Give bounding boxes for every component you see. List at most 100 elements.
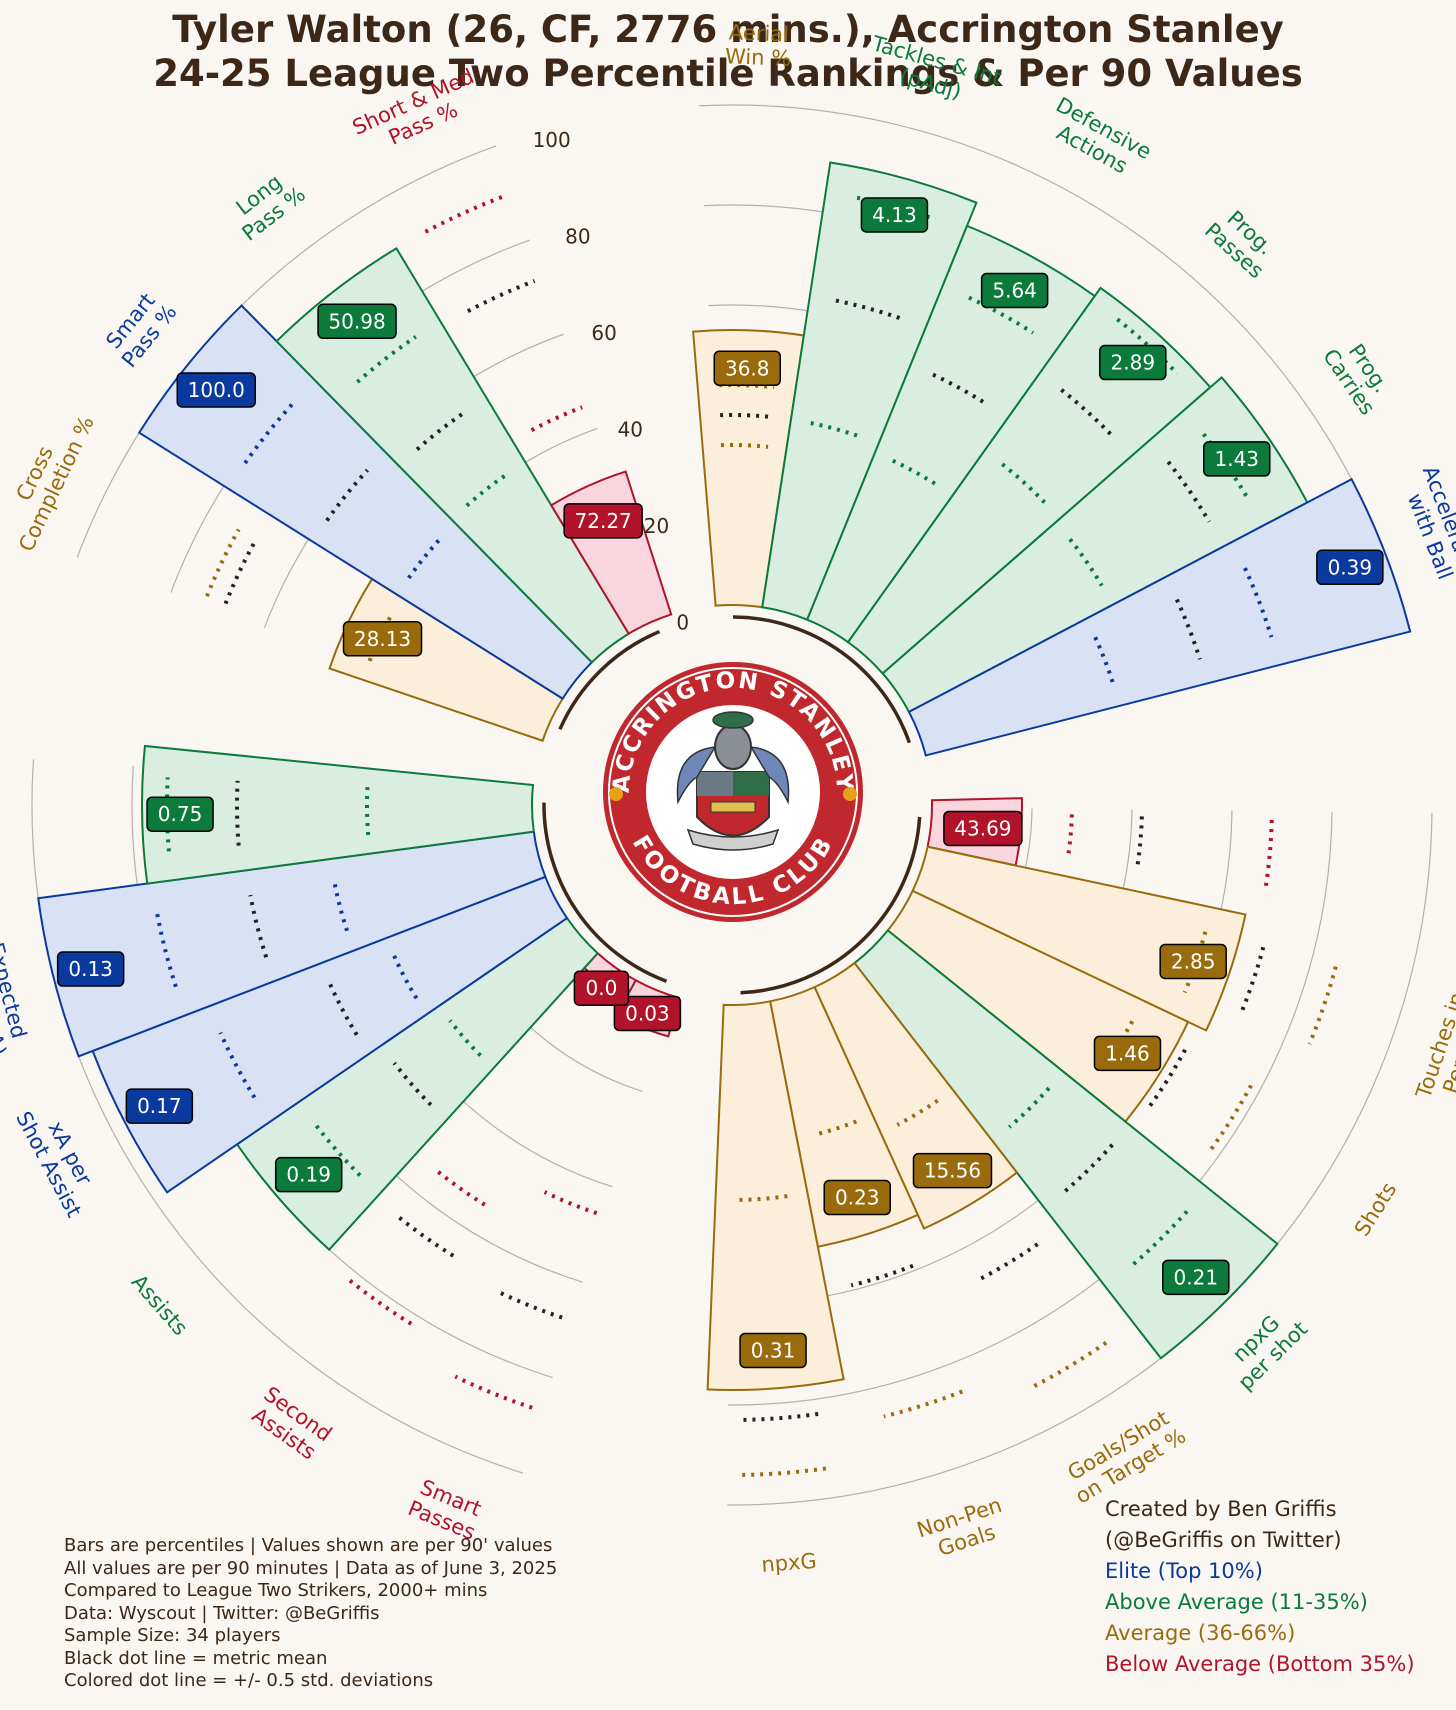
value-box (274, 1156, 343, 1193)
sd-high-line (1202, 432, 1250, 500)
bar-21 (275, 246, 631, 664)
sd-high-line (218, 1031, 257, 1099)
crest-mantling-left (676, 746, 717, 805)
value-box (1162, 1259, 1230, 1296)
note-line: Bars are percentiles | Values shown are … (64, 1535, 553, 1556)
value-box (342, 621, 423, 657)
metric-label-line: Assists (127, 1270, 193, 1340)
metric-label: Prog.Passes (1200, 206, 1278, 283)
value-label: 0.39 (1316, 549, 1384, 586)
note-line: All values are per 90 minutes | Data as … (64, 1557, 558, 1579)
value-box (1159, 943, 1227, 980)
sd-low-line (530, 405, 583, 433)
crest-shield-quarter (697, 772, 733, 796)
legend-above-average: Above Average (11-35%) (1105, 1590, 1368, 1614)
value-label: 0.17 (125, 1088, 194, 1124)
value-box (1093, 1035, 1162, 1072)
sd-low-line (392, 954, 419, 1000)
bar-18 (140, 744, 535, 885)
sd-low-line (1093, 636, 1116, 687)
value-text: 100.0 (188, 378, 245, 402)
bar-3 (846, 286, 1212, 675)
value-text: 0.31 (751, 1338, 796, 1362)
sd-high-line (155, 912, 178, 988)
grid-arc (699, 104, 1405, 609)
value-text: 50.98 (328, 309, 385, 333)
value-box (860, 197, 929, 233)
note-line: Sample Size: 34 players (64, 1625, 281, 1646)
metric-label: npxG (761, 1549, 818, 1577)
sd-high-line (344, 1275, 413, 1326)
credit-line: Created by Ben Griffis (1105, 1497, 1337, 1521)
value-text: 0.03 (625, 1001, 670, 1025)
sd-high-line (1128, 1210, 1189, 1269)
title-line-1: Tyler Walton (26, CF, 2776 mins.), Accri… (172, 8, 1284, 51)
mean-line (1134, 816, 1144, 871)
value-label: 2.89 (1099, 344, 1167, 381)
mean-sd-lines-layer (155, 194, 1338, 1477)
credit-handle: (@BeGriffis on Twitter) (1105, 1528, 1342, 1552)
legend-average: Average (36-66%) (1105, 1621, 1296, 1645)
footnotes: Bars are percentiles | Values shown are … (64, 1535, 557, 1693)
mean-line (1238, 946, 1266, 1017)
value-text: 0.39 (1328, 555, 1373, 579)
value-label: 0.13 (56, 951, 125, 987)
value-box (1316, 549, 1384, 586)
chart-title: Tyler Walton (26, CF, 2776 mins.), Accri… (0, 8, 1456, 96)
crest-mantling-right (749, 746, 790, 805)
value-text: 0.0 (586, 976, 618, 1000)
mean-line (976, 1242, 1039, 1283)
mean-line (495, 1289, 563, 1320)
sd-low-line (1007, 1086, 1051, 1129)
value-box (317, 303, 397, 340)
mean-line (223, 538, 258, 605)
sd-high-line (1116, 317, 1179, 376)
sd-high-line (1307, 966, 1338, 1045)
note-line: Black dot line = metric mean (64, 1647, 328, 1669)
value-label: 28.13 (342, 621, 423, 657)
sd-low-line (720, 443, 769, 449)
bar-2 (805, 224, 1097, 644)
mean-line (1175, 598, 1202, 660)
radial-tick-label: 80 (565, 225, 590, 249)
value-text: 0.21 (1174, 1265, 1219, 1289)
sd-high-line (205, 528, 241, 597)
value-text: 72.27 (575, 509, 632, 533)
mean-line (392, 1061, 433, 1107)
sd-low-line (543, 1190, 598, 1216)
value-box (713, 350, 782, 387)
value-text: 0.17 (137, 1094, 182, 1118)
sd-high-line (738, 1466, 827, 1477)
sd-high-line (454, 1374, 533, 1410)
value-label: 72.27 (563, 503, 643, 539)
value-text: 1.43 (1214, 447, 1259, 471)
crest-helmet (714, 724, 752, 770)
value-text: 5.64 (992, 279, 1037, 303)
value-text: 15.56 (924, 1159, 981, 1183)
title-line-2: 24-25 League Two Percentile Rankings & P… (153, 52, 1303, 95)
value-label: 0.19 (274, 1156, 343, 1193)
note-line: Colored dot line = +/- 0.5 std. deviatio… (64, 1670, 434, 1691)
center-layer (542, 615, 922, 995)
value-text: 2.85 (1171, 949, 1216, 973)
sd-high-line (1263, 820, 1274, 891)
sd-high-line (1031, 1340, 1108, 1389)
value-label: 100.0 (176, 372, 257, 408)
legend-below-average: Below Average (Bottom 35%) (1105, 1652, 1415, 1676)
value-text: 0.13 (68, 957, 113, 981)
sd-low-line (331, 879, 349, 932)
value-label: 5.64 (980, 272, 1049, 309)
credits-legend: Created by Ben Griffis (@BeGriffis on Tw… (1105, 1494, 1415, 1680)
bar-9 (853, 928, 1279, 1360)
metric-label: ExpectedAssists (xA) (0, 934, 31, 1058)
sd-high-line (424, 194, 504, 234)
radial-tick-label: 20 (644, 514, 669, 538)
